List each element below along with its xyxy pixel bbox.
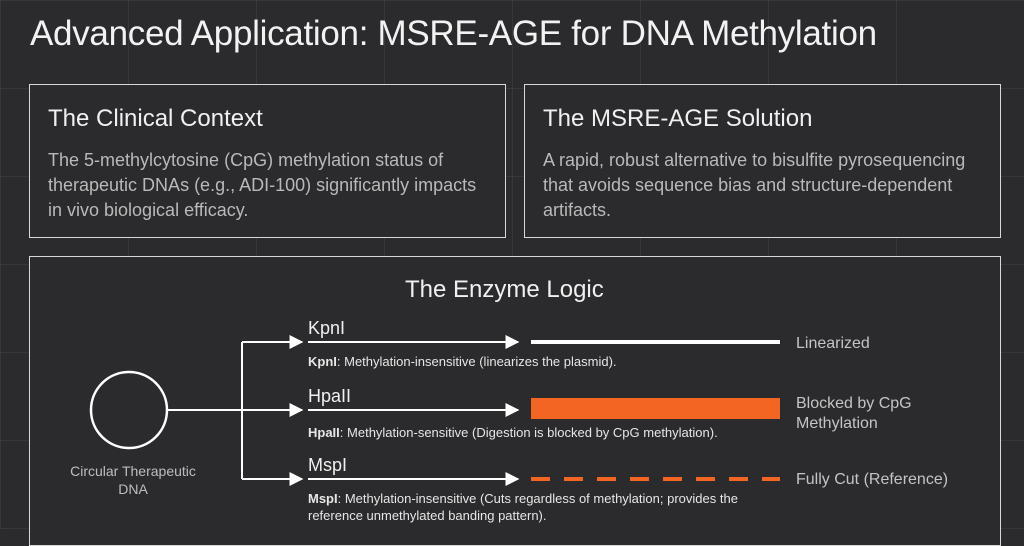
enzyme-diagram [89,335,780,486]
enzyme-desc-kpni: KpnI: Methylation-insensitive (linearize… [308,353,617,370]
enzyme-desc-mspi: MspI: Methylation-insensitive (Cuts rega… [308,490,778,524]
circular-dna-icon [89,370,169,450]
enzyme-name-hpaii: HpaII [308,386,352,406]
enzyme-desc-hpaii: HpaII: Methylation-sensitive (Digestion … [308,424,718,441]
enzyme-desc-bold: HpaII [308,425,340,440]
card-body: A rapid, robust alternative to bisulfite… [543,150,966,220]
card-heading: The Clinical Context [48,105,263,132]
enzyme-desc-text: : Methylation-sensitive (Digestion is bl… [339,425,718,440]
enzyme-logic-title: The Enzyme Logic [405,276,604,303]
enzyme-desc-text: : Methylation-insensitive (Cuts regardle… [308,491,738,523]
enzyme-name-kpni: KpnI [308,318,346,338]
enzyme-logic-panel [29,256,1001,546]
result-label-mspi: Fully Cut (Reference) [796,471,949,488]
band-blocked [531,398,780,419]
solution-card: The MSRE-AGE Solution A rapid, robust al… [524,84,1001,238]
enzyme-desc-bold: KpnI [308,354,337,369]
card-heading: The MSRE-AGE Solution [543,105,813,132]
enzyme-desc-text: : Methylation-insensitive (linearizes th… [336,354,617,369]
card-body: The 5-methylcytosine (CpG) methylation s… [48,150,477,220]
enzyme-name-mspi: MspI [308,455,348,475]
page-title: Advanced Application: MSRE-AGE for DNA M… [30,14,877,53]
enzyme-desc-bold: MspI [308,491,338,506]
clinical-context-card: The Clinical Context The 5-methylcytosin… [29,84,506,238]
result-label-hpaii: Blocked by CpG Methylation [796,395,912,432]
result-label-kpni: Linearized [796,335,870,352]
circular-dna-label: Circular Therapeutic DNA [70,463,196,497]
